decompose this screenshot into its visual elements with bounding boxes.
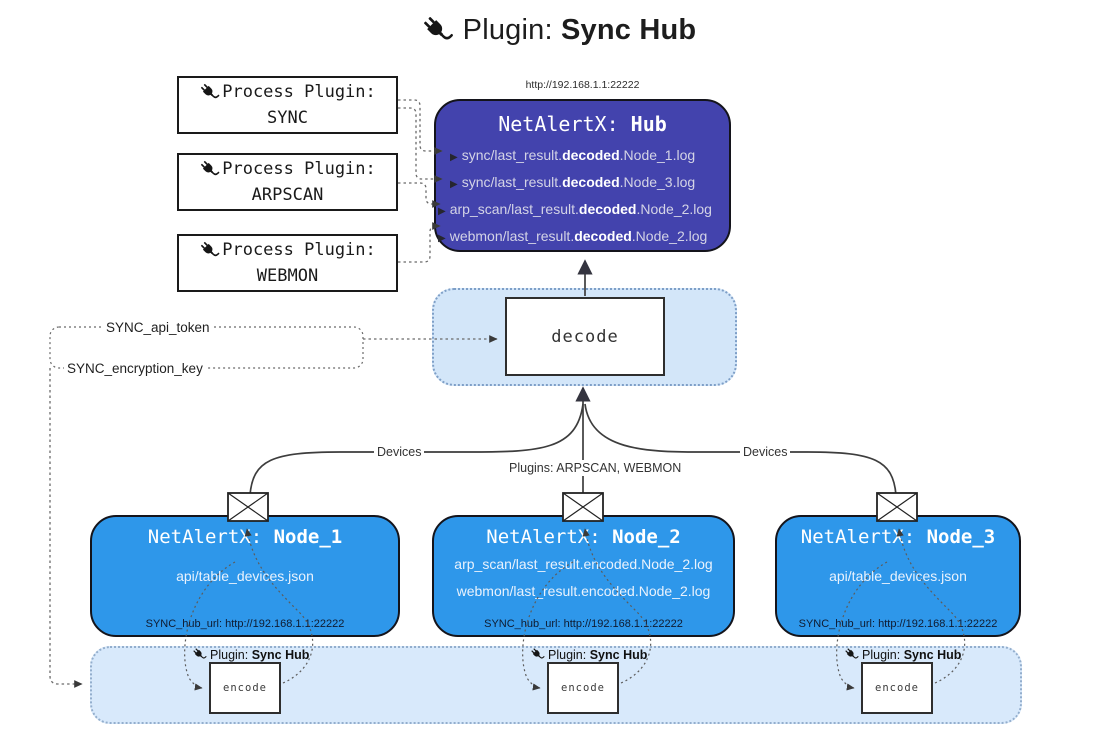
hub-title: NetAlertX: Hub bbox=[498, 112, 667, 136]
node-files: api/table_devices.json bbox=[176, 568, 314, 584]
hub-url-label: http://192.168.1.1:22222 bbox=[525, 79, 640, 91]
process-plugin-box-arpscan: Process Plugin: ARPSCAN bbox=[177, 153, 398, 211]
band-plugin-label: Plugin: Sync Hub bbox=[530, 646, 647, 662]
encode-box: encode bbox=[209, 662, 281, 714]
process-plugin-name: SYNC bbox=[267, 108, 308, 128]
title-bold: Sync Hub bbox=[561, 14, 697, 46]
edge-label-devices-right: Devices bbox=[740, 444, 791, 460]
plug-icon bbox=[844, 646, 859, 662]
node-hub-url: SYNC_hub_url: http://192.168.1.1:22222 bbox=[145, 618, 345, 630]
process-plugin-heading: Process Plugin: bbox=[199, 79, 376, 105]
hub-file-line: ▶arp_scan/last_result.decoded.Node_2.log bbox=[438, 201, 712, 217]
node-box-node3: NetAlertX: Node_3 api/table_devices.json… bbox=[775, 515, 1021, 637]
process-plugin-box-webmon: Process Plugin: WEBMON bbox=[177, 234, 398, 292]
encode-box: encode bbox=[547, 662, 619, 714]
node-title: NetAlertX: Node_1 bbox=[147, 526, 343, 548]
arrow-bullet-icon: ▶ bbox=[450, 152, 458, 163]
plug-icon bbox=[199, 158, 220, 179]
node-files: api/table_devices.json bbox=[829, 568, 967, 584]
node-hub-url: SYNC_hub_url: http://192.168.1.1:22222 bbox=[484, 618, 683, 630]
config-label-api-token: SYNC_api_token bbox=[103, 320, 213, 335]
envelope-icon bbox=[562, 492, 604, 522]
process-plugin-name: ARPSCAN bbox=[251, 185, 324, 205]
node-box-node2: NetAlertX: Node_2 arp_scan/last_result.e… bbox=[432, 515, 735, 637]
node-files: arp_scan/last_result.encoded.Node_2.log … bbox=[454, 556, 713, 599]
band-plugin-label: Plugin: Sync Hub bbox=[844, 646, 961, 662]
envelope-icon bbox=[227, 492, 269, 522]
page-title-text: Plugin: Sync Hub bbox=[463, 14, 697, 47]
arrow-bullet-icon: ▶ bbox=[438, 233, 446, 244]
plug-icon bbox=[199, 239, 220, 260]
decode-box: decode bbox=[505, 297, 665, 376]
node-title: NetAlertX: Node_2 bbox=[486, 526, 681, 548]
node-box-node1: NetAlertX: Node_1 api/table_devices.json… bbox=[90, 515, 400, 637]
process-plugin-heading: Process Plugin: bbox=[199, 237, 376, 263]
plug-icon bbox=[530, 646, 545, 662]
process-plugin-name: WEBMON bbox=[256, 266, 319, 286]
plug-icon bbox=[199, 81, 220, 102]
title-prefix: Plugin: bbox=[462, 14, 553, 46]
node-title: NetAlertX: Node_3 bbox=[800, 526, 996, 548]
edge-label-plugins: Plugins: ARPSCAN, WEBMON bbox=[506, 460, 685, 476]
arrow-bullet-icon: ▶ bbox=[438, 206, 446, 217]
band-plugin-label: Plugin: Sync Hub bbox=[192, 646, 309, 662]
node-hub-url: SYNC_hub_url: http://192.168.1.1:22222 bbox=[798, 618, 998, 630]
process-plugin-box-sync: Process Plugin: SYNC bbox=[177, 76, 398, 134]
hub-box: NetAlertX: Hub ▶sync/last_result.decoded… bbox=[434, 99, 731, 252]
arrow-bullet-icon: ▶ bbox=[450, 179, 458, 190]
process-plugin-heading: Process Plugin: bbox=[199, 156, 376, 182]
hub-file-line: ▶webmon/last_result.decoded.Node_2.log bbox=[438, 228, 708, 244]
config-label-encryption-key: SYNC_encryption_key bbox=[64, 361, 206, 376]
hub-file-line: ▶sync/last_result.decoded.Node_1.log bbox=[450, 147, 696, 163]
plug-icon bbox=[420, 13, 453, 46]
hub-file-line: ▶sync/last_result.decoded.Node_3.log bbox=[450, 174, 696, 190]
page-title: Plugin: Sync Hub bbox=[0, 13, 1117, 47]
envelope-icon bbox=[876, 492, 918, 522]
edge-label-devices-left: Devices bbox=[374, 444, 425, 460]
plug-icon bbox=[192, 646, 207, 662]
encode-box: encode bbox=[861, 662, 933, 714]
